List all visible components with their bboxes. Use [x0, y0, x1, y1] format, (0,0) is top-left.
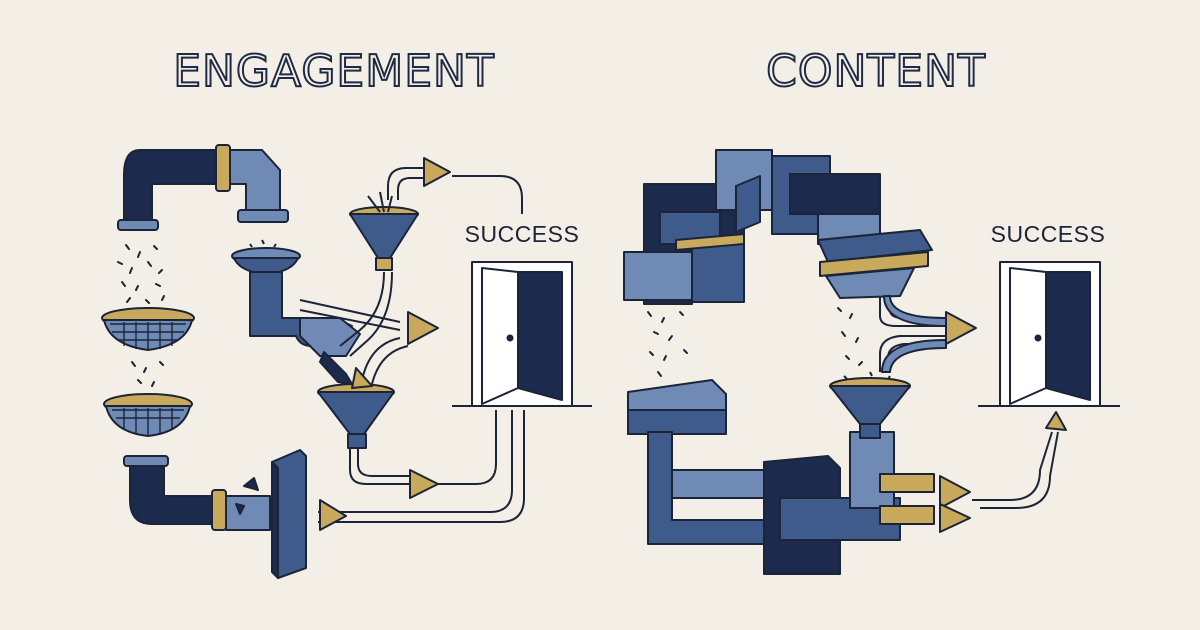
engagement-arrows	[319, 157, 451, 531]
particles-left-upper	[117, 244, 165, 304]
bottom-block-loop	[647, 431, 935, 575]
door-left	[452, 261, 592, 407]
content-funnel	[829, 371, 911, 439]
bottom-pipe	[123, 455, 271, 531]
particles-right	[647, 307, 863, 377]
middle-bowl	[231, 239, 301, 275]
particles-left-middle	[131, 361, 164, 387]
strainer-top	[101, 307, 195, 351]
right-block-tiers	[817, 229, 933, 299]
blocking-slab	[235, 449, 307, 579]
upper-block-chain	[623, 149, 881, 305]
success-label-left: SUCCESS	[464, 221, 580, 247]
lower-block	[627, 379, 727, 435]
engagement-flow-lines	[299, 167, 525, 523]
engagement-panel	[101, 144, 592, 579]
door-right	[978, 261, 1120, 407]
content-arrows	[939, 311, 1067, 533]
success-label-right: SUCCESS	[990, 221, 1106, 247]
strainer-bottom	[103, 393, 193, 437]
blue-pipe	[249, 271, 361, 385]
top-pipe	[117, 144, 289, 231]
content-pipes	[881, 295, 947, 373]
content-panel	[623, 149, 1120, 575]
content-title: CONTENT	[765, 45, 986, 98]
funnel-top	[349, 191, 419, 271]
funnel-bottom	[317, 383, 395, 449]
engagement-title: ENGAGEMENT	[172, 45, 495, 98]
